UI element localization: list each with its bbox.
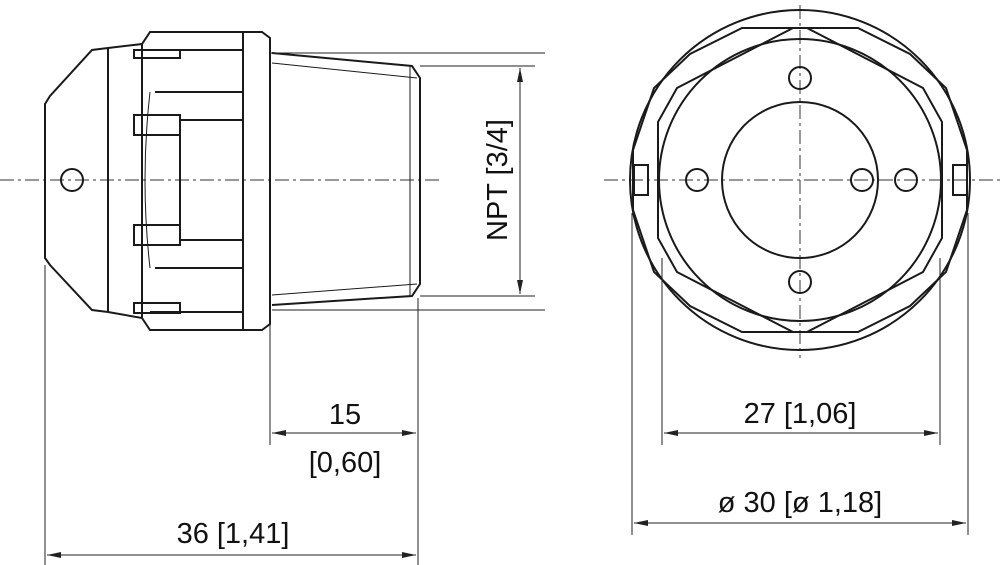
thread-length-mm: 15 [329, 399, 361, 431]
body [107, 31, 271, 331]
side-view [0, 31, 440, 331]
front-view [604, 5, 1000, 358]
inner-diameter: 27 [1,06] [744, 398, 857, 430]
thread-length-in: [0,60] [309, 447, 382, 479]
thread [271, 52, 421, 306]
clip-slots [150, 49, 244, 313]
thread-label: NPT [3/4] [482, 119, 514, 241]
hex-polygon [657, 27, 943, 333]
dimensions: NPT [3/4] 15 [0,60] 36 [1,41] 27 [1,06] … [44, 52, 969, 565]
total-length: 36 [1,41] [177, 518, 290, 550]
outer-diameter: ø 30 [ø 1,18] [718, 487, 882, 519]
side-hole [60, 168, 84, 192]
outer-polygon [632, 27, 968, 333]
clip-tabs [133, 49, 181, 314]
center-bore [721, 101, 879, 259]
outer-circle [629, 9, 971, 351]
nose-cone [44, 46, 109, 314]
